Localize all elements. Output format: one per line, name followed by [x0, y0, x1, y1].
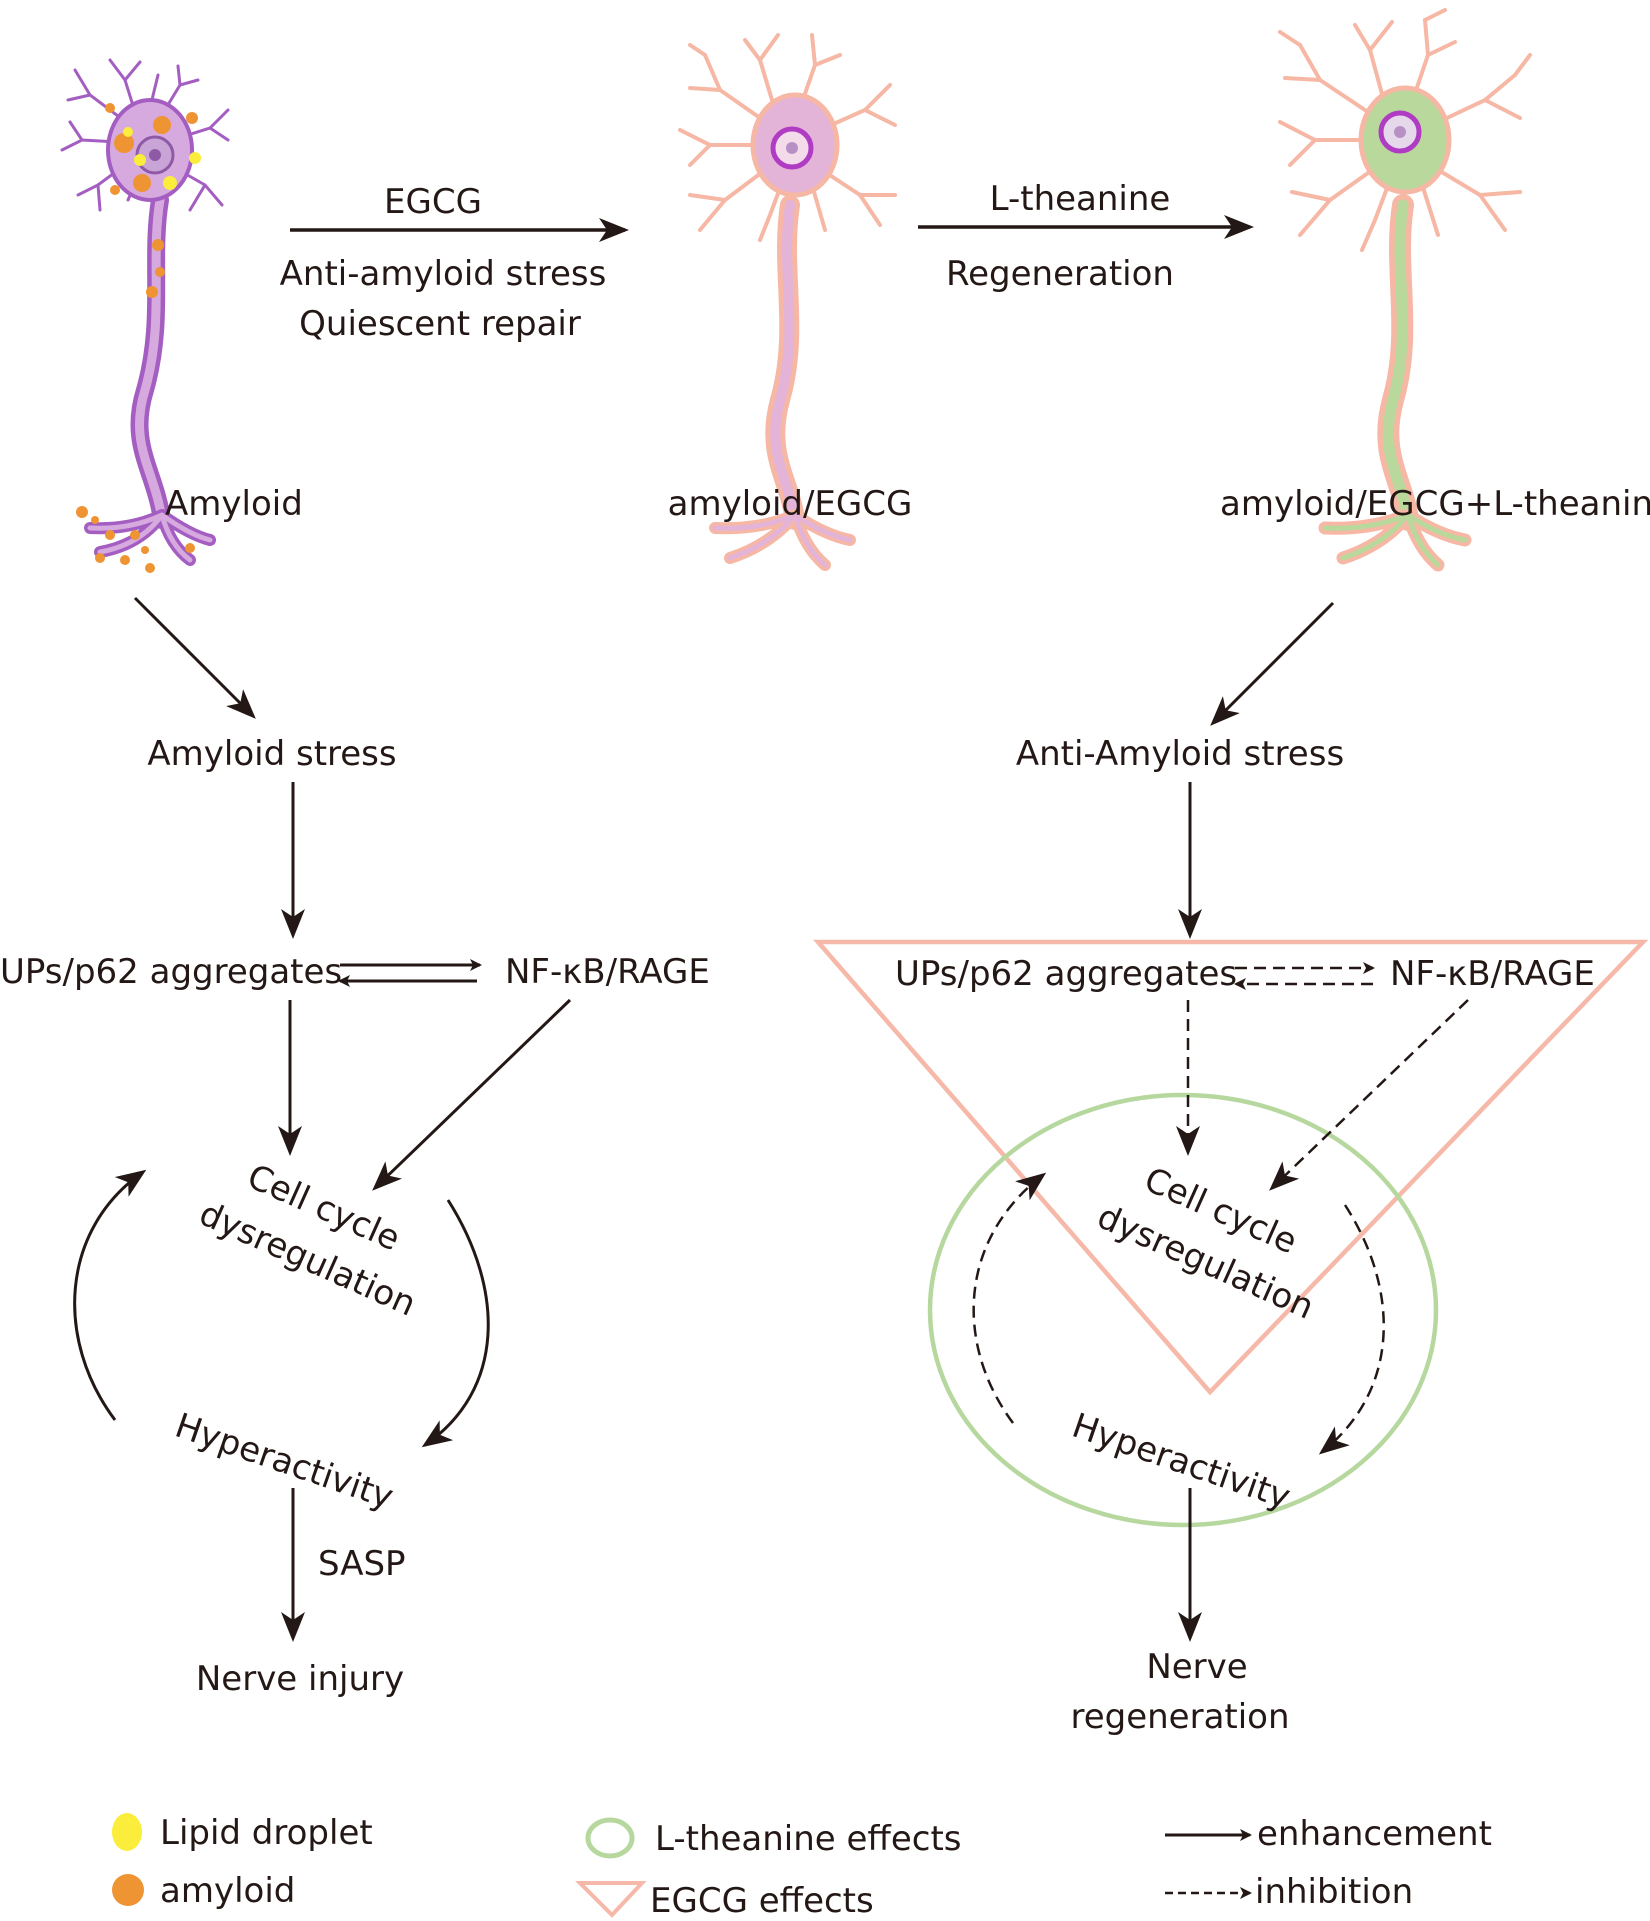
- regeneration-outcome-label: regeneration: [1070, 1697, 1289, 1737]
- egcg-label: EGCG: [384, 182, 482, 222]
- left-aggregates-label: UPs/p62 aggregates: [0, 952, 342, 992]
- neuron-amyloid: [60, 58, 230, 573]
- legend-egcg-label: EGCG effects: [650, 1881, 874, 1921]
- egcg-swatch: [575, 1881, 647, 1918]
- theanine-effects-circle: [927, 1092, 1439, 1528]
- legend-enhancement-label: enhancement: [1257, 1814, 1492, 1854]
- neuron-label-egcg-theanine: amyloid/EGCG+L-theanine: [1220, 484, 1650, 524]
- neuron-label-egcg: amyloid/EGCG: [668, 484, 913, 524]
- left-hyperactivity-label: Hyperactivity: [170, 1406, 398, 1518]
- left-pathway: Amyloid stress UPs/p62 aggregates NF-κB/…: [0, 596, 710, 1699]
- quiescent-repair-label: Quiescent repair: [299, 304, 581, 344]
- amyloid-stress-label: Amyloid stress: [147, 734, 396, 774]
- l-theanine-label: L-theanine: [990, 179, 1171, 219]
- right-pathway: Anti-Amyloid stress UPs/p62 aggregates N…: [813, 601, 1649, 1737]
- lipid-droplet-swatch: [112, 1813, 142, 1851]
- left-nfkb-label: NF-κB/RAGE: [505, 952, 710, 992]
- right-hyperactivity-label: Hyperactivity: [1067, 1406, 1295, 1518]
- anti-amyloid-stress-label: Anti-amyloid stress: [280, 254, 607, 294]
- theanine-swatch: [585, 1817, 635, 1859]
- regeneration-label: Regeneration: [946, 254, 1174, 294]
- nerve-injury-label: Nerve injury: [196, 1659, 404, 1699]
- right-aggregates-label: UPs/p62 aggregates: [895, 954, 1237, 994]
- neuron-egcg: [678, 33, 897, 571]
- legend-inhibition-label: inhibition: [1255, 1872, 1413, 1912]
- right-nfkb-label: NF-κB/RAGE: [1390, 954, 1595, 994]
- legend: Lipid droplet amyloid L-theanine effects…: [112, 1813, 1492, 1921]
- nerve-label: Nerve: [1146, 1647, 1247, 1687]
- legend-amyloid-label: amyloid: [160, 1871, 295, 1911]
- neuron-egcg-theanine: [1278, 8, 1532, 572]
- legend-theanine-label: L-theanine effects: [655, 1819, 962, 1859]
- anti-amyloid-stress-node: Anti-Amyloid stress: [1016, 734, 1344, 774]
- egcg-effects-triangle: [813, 939, 1649, 1396]
- neuron-label-amyloid: Amyloid: [165, 484, 303, 524]
- legend-lipid-label: Lipid droplet: [160, 1813, 373, 1853]
- amyloid-swatch: [112, 1874, 144, 1906]
- sasp-label: SASP: [318, 1544, 406, 1584]
